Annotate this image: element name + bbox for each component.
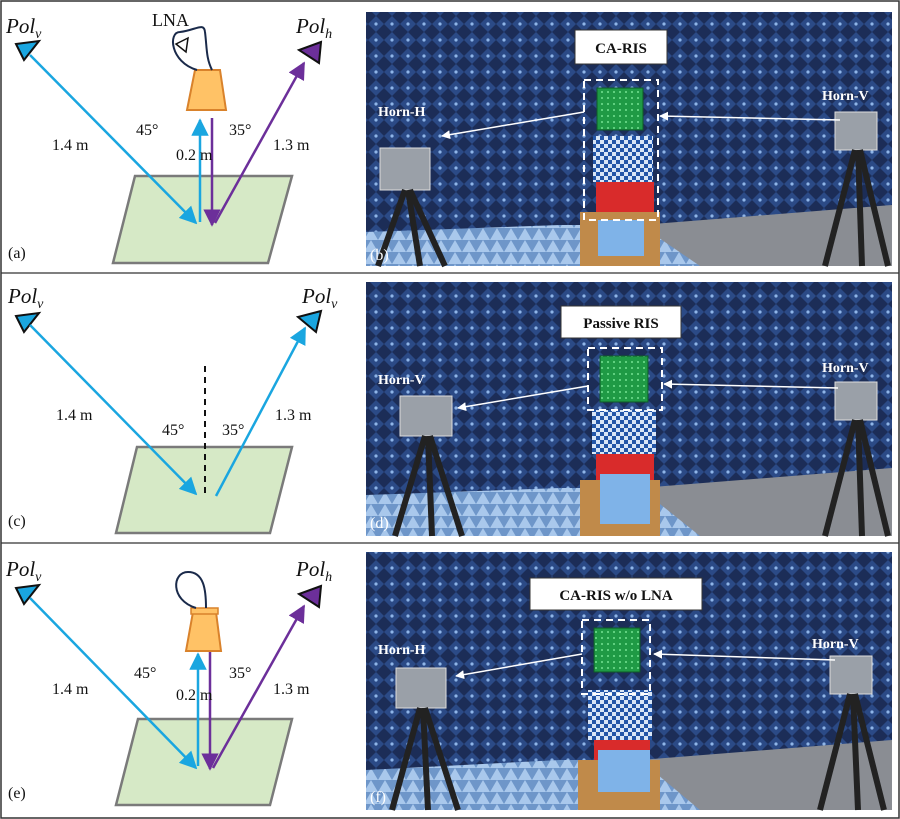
- lna-loop-icon: [172, 26, 213, 71]
- panel-letter: (a): [8, 245, 26, 262]
- photo-d: Passive RIS Horn-V Horn-V (d): [366, 282, 892, 537]
- ris-highlight-box: [581, 619, 651, 695]
- title-box: [529, 577, 703, 611]
- right-horn-label: Horn-V: [822, 361, 869, 376]
- mid-distance: 0.2 m: [176, 147, 213, 164]
- ris-board: [593, 627, 641, 673]
- right-horn-pointer: [659, 111, 841, 121]
- left-pol-label: Polv: [5, 14, 42, 42]
- photo-b: CA-RIS Horn-H Horn-V (b): [366, 12, 892, 268]
- photo-f: CA-RIS w/o LNA Horn-H Horn-V (f): [366, 552, 892, 811]
- left-angle: 45°: [136, 122, 158, 139]
- right-angle: 35°: [229, 122, 251, 139]
- right-horn-tripod: [822, 381, 891, 537]
- left-horn-tripod: [375, 147, 448, 268]
- ris-surface: [111, 174, 294, 265]
- ris-surface: [114, 717, 294, 807]
- mid-distance: 0.2 m: [176, 687, 213, 704]
- right-distance: 1.3 m: [273, 681, 310, 698]
- horn-flange: [190, 607, 219, 615]
- ris-board: [599, 355, 649, 403]
- right-distance: 1.3 m: [273, 137, 310, 154]
- panel-c-diagram: Polv Polv 1.4 m 1.3 m 45° 35° (c): [7, 284, 338, 535]
- absorber-block: [588, 690, 652, 740]
- left-distance: 1.4 m: [52, 681, 89, 698]
- photo-letter: (b): [370, 247, 389, 264]
- left-horn-pointer: [457, 385, 589, 412]
- photo-letter: (d): [370, 515, 389, 532]
- left-horn-label: Horn-V: [378, 373, 425, 388]
- panel-letter: (e): [8, 785, 26, 802]
- title-box: [574, 29, 668, 65]
- right-horn-tripod: [817, 655, 887, 811]
- right-angle: 35°: [222, 422, 244, 439]
- absorber-block: [592, 410, 656, 454]
- panel-letter: (c): [8, 513, 26, 530]
- right-horn-tripod: [822, 111, 891, 267]
- title-box: [560, 305, 682, 339]
- absorber-block: [593, 136, 653, 182]
- right-horn-pointer: [663, 379, 839, 389]
- photo-title: CA-RIS w/o LNA: [559, 588, 673, 604]
- ris-highlight-box: [587, 347, 663, 411]
- ris-highlight-box: [583, 79, 659, 221]
- absorber-pad: [598, 750, 650, 792]
- left-pol-label: Polv: [7, 284, 44, 312]
- photo-title: CA-RIS: [595, 41, 647, 57]
- left-horn-tripod: [392, 395, 465, 537]
- panel-e-diagram: Polv Polh 1.4 m 1.3 m 45° 35° 0.2 m (e): [5, 557, 332, 807]
- left-horn-label: Horn-H: [378, 105, 426, 120]
- reflected-arrow: [211, 604, 306, 769]
- horn-antenna-icon: [184, 611, 223, 652]
- polarization-v-icon: [14, 39, 42, 62]
- floor-walkway: [640, 740, 892, 810]
- left-angle: 45°: [162, 422, 184, 439]
- left-horn-label: Horn-H: [378, 643, 426, 658]
- left-horn-pointer: [455, 653, 583, 680]
- ris-board: [596, 87, 644, 131]
- polarization-v-icon: [14, 583, 42, 606]
- right-horn-pointer: [653, 649, 836, 661]
- polarization-h-icon: [296, 584, 323, 609]
- reflected-arrow: [213, 61, 306, 224]
- panel-a-diagram: Polv Polh LNA 1.4 m 1.3 m 45° 35° 0.2 m …: [5, 10, 332, 265]
- right-horn-label: Horn-V: [812, 637, 859, 652]
- right-horn-label: Horn-V: [822, 89, 869, 104]
- incident-arrow: [29, 54, 198, 225]
- left-horn-pointer: [441, 111, 585, 140]
- left-distance: 1.4 m: [52, 137, 89, 154]
- support-stand: [596, 182, 654, 212]
- lna-label: LNA: [152, 10, 189, 30]
- absorber-pad: [600, 474, 650, 524]
- polarization-v-icon: [295, 309, 323, 334]
- horn-antenna-icon: [185, 69, 228, 111]
- polarization-h-icon: [296, 40, 323, 65]
- left-distance: 1.4 m: [56, 407, 93, 424]
- photo-letter: (f): [370, 789, 386, 806]
- photo-title: Passive RIS: [583, 316, 658, 332]
- left-pol-label: Polv: [5, 557, 42, 585]
- left-angle: 45°: [134, 665, 156, 682]
- right-pol-label: Polv: [301, 284, 338, 312]
- lna-triangle-icon: [174, 36, 189, 54]
- reflected-arrow: [214, 326, 307, 497]
- right-pol-label: Polh: [295, 557, 332, 585]
- right-distance: 1.3 m: [275, 407, 312, 424]
- left-horn-tripod: [389, 667, 461, 811]
- right-angle: 35°: [229, 665, 251, 682]
- cable-loop-icon: [175, 570, 207, 609]
- absorber-pad: [598, 220, 644, 256]
- incident-arrow: [29, 597, 198, 770]
- right-pol-label: Polh: [295, 14, 332, 42]
- incident-arrow: [29, 324, 198, 496]
- polarization-v-icon: [14, 311, 42, 334]
